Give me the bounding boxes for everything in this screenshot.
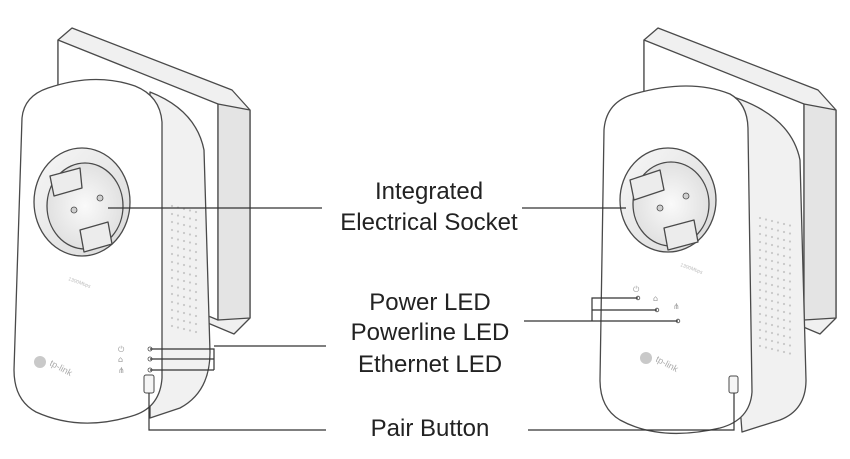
power-icon: ⏻ xyxy=(118,345,125,354)
power-led-leader xyxy=(591,297,638,321)
label-socket-line1: Integrated xyxy=(374,178,484,205)
left-socket-icon xyxy=(33,147,131,257)
pair-leader-left xyxy=(148,393,326,431)
label-ethernet-led: Ethernet LED xyxy=(357,351,503,378)
right-adapter: ⏻ ⌂ ⋔ tp-link 1300Mbps xyxy=(599,27,837,435)
callout-lines xyxy=(108,207,735,431)
left-adapter: ⏻ ⌂ ⋔ tp-link 1300Mbps xyxy=(13,27,251,424)
powerline-icon: ⌂ xyxy=(653,294,658,303)
label-socket-line2: Electrical Socket xyxy=(340,209,518,236)
left-led-bracket xyxy=(150,348,215,371)
powerline-icon: ⌂ xyxy=(118,355,123,364)
left-body-side xyxy=(149,91,211,419)
label-powerline-led: Powerline LED xyxy=(350,319,510,346)
right-socket-icon xyxy=(619,147,717,253)
label-socket: Integrated Electrical Socket xyxy=(326,176,532,238)
pair-leader-right xyxy=(528,393,735,431)
label-pair-button: Pair Button xyxy=(370,415,490,442)
right-pair-button[interactable] xyxy=(728,375,739,394)
label-power-led: Power LED xyxy=(369,289,491,316)
left-pair-button[interactable] xyxy=(143,374,155,394)
left-vent xyxy=(170,204,198,334)
ethernet-icon: ⋔ xyxy=(673,302,680,311)
ethernet-icon: ⋔ xyxy=(118,366,125,375)
right-vent xyxy=(758,216,792,355)
power-icon: ⏻ xyxy=(633,285,640,294)
